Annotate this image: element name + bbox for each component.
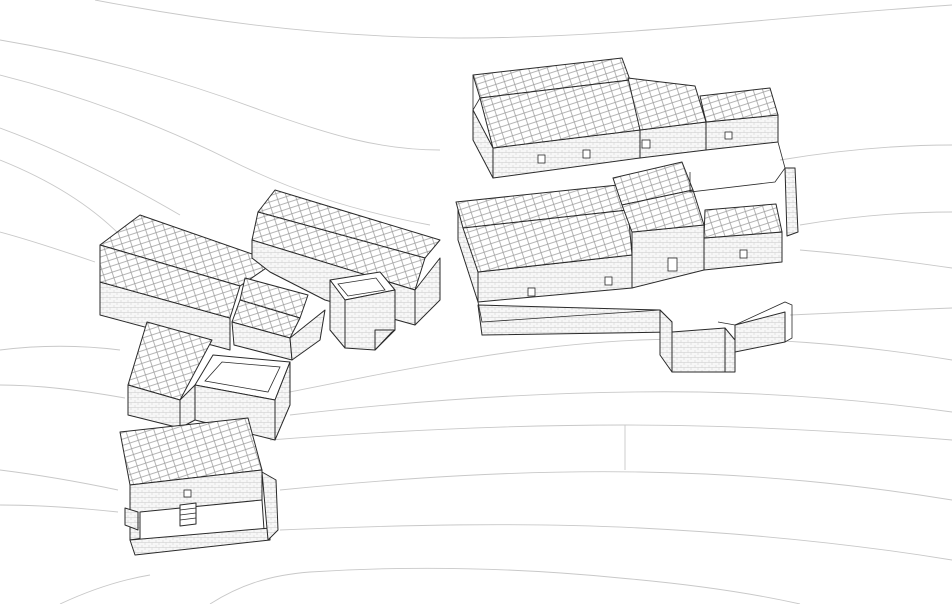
tower-wall <box>344 289 396 351</box>
building-w-middle <box>127 321 291 441</box>
roof-slope <box>627 77 707 131</box>
window <box>537 154 546 164</box>
contour-line <box>279 471 952 501</box>
terrace-wall <box>129 527 271 556</box>
contour-line <box>209 567 801 604</box>
wall-side <box>289 309 326 361</box>
building-sw <box>119 417 279 556</box>
wall-front <box>631 224 705 289</box>
contour-line <box>94 0 952 39</box>
contour-line <box>0 127 181 216</box>
perimeter-wall-ne <box>477 301 793 373</box>
roof-slope <box>462 209 633 273</box>
contour-line <box>0 159 121 236</box>
contour-line <box>0 469 119 491</box>
window <box>724 131 733 140</box>
contour-line <box>789 307 952 316</box>
building-ne-upper <box>472 57 786 179</box>
wall-side <box>179 384 196 429</box>
contour-line <box>0 39 441 151</box>
building-ne-lower <box>455 161 799 303</box>
window <box>739 249 748 259</box>
contour-line <box>289 338 952 393</box>
contour-line <box>279 524 952 561</box>
courtyard-wall <box>784 167 799 237</box>
contour-line <box>269 424 952 441</box>
tower-inner-rim <box>337 277 386 297</box>
stair-step <box>179 512 197 516</box>
terrace-wall <box>124 507 139 531</box>
roof-slope <box>703 203 783 239</box>
terrace-wall <box>261 471 279 541</box>
courtyard-inner-rim <box>204 361 281 393</box>
building-nw-left <box>99 214 326 361</box>
boundary-wall <box>724 327 736 373</box>
window <box>183 489 192 498</box>
boundary-wall <box>671 327 726 373</box>
contour-line <box>779 144 952 161</box>
tower-wall <box>374 329 396 351</box>
contour-line <box>59 574 151 604</box>
roof-ridge <box>472 75 481 112</box>
connector-line <box>777 141 786 169</box>
building-nw-right <box>251 189 441 351</box>
contour-line <box>0 504 119 513</box>
boundary-wall <box>659 309 673 373</box>
contour-line <box>289 391 952 416</box>
boundary-wall-top <box>717 301 793 343</box>
stair-step <box>179 517 197 521</box>
window <box>527 287 536 297</box>
wall-side <box>414 257 441 326</box>
roof-slope <box>99 244 241 319</box>
contour-line <box>0 231 96 263</box>
roof-slope <box>699 87 779 123</box>
door <box>667 257 678 272</box>
wall-side <box>472 109 494 179</box>
boundary-wall <box>734 311 786 353</box>
contour-line <box>0 345 121 351</box>
contour-line <box>799 211 952 226</box>
boundary-wall-top <box>477 301 661 323</box>
contour-line <box>0 384 126 399</box>
courtyard-wall <box>274 361 291 441</box>
contour-line <box>799 249 952 269</box>
window <box>604 276 613 286</box>
window <box>641 139 651 149</box>
contour-line <box>0 74 431 226</box>
stair-step <box>179 507 197 511</box>
window <box>582 149 591 159</box>
